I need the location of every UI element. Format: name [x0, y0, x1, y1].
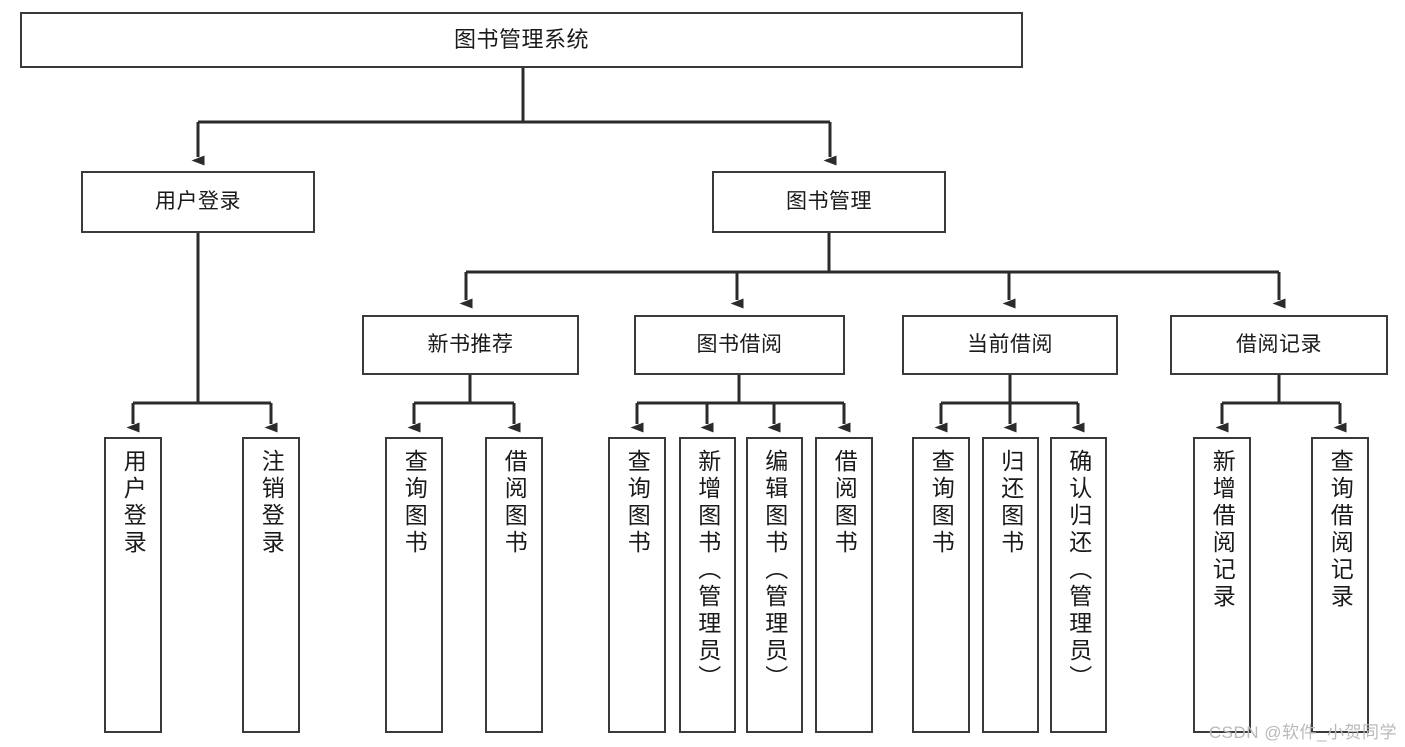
- leaf-query-borrow-record[interactable]: 查询借阅记录: [1311, 437, 1369, 733]
- leaf-borrow-books-newbook[interactable]: 借阅图书: [485, 437, 543, 733]
- node-root-book-management-system[interactable]: 图书管理系统: [20, 12, 1023, 68]
- leaf-logout[interactable]: 注销登录: [242, 437, 300, 733]
- leaf-confirm-return-admin[interactable]: 确认归还（管理员）: [1050, 437, 1107, 733]
- node-label: 查询借阅记录: [1327, 449, 1354, 611]
- node-book-borrowing[interactable]: 图书借阅: [634, 315, 845, 375]
- node-label: 当前借阅: [967, 332, 1053, 356]
- node-user-login[interactable]: 用户登录: [81, 171, 315, 233]
- node-label: 新增借阅记录: [1209, 449, 1236, 611]
- node-label: 确认归还（管理员）: [1065, 449, 1092, 692]
- node-label: 注销登录: [258, 449, 285, 557]
- node-label: 借阅记录: [1236, 332, 1322, 356]
- node-label: 图书借阅: [696, 332, 783, 356]
- node-label: 查询图书: [624, 449, 651, 557]
- leaf-add-book-admin[interactable]: 新增图书（管理员）: [679, 437, 736, 733]
- node-book-management[interactable]: 图书管理: [712, 171, 946, 233]
- node-label: 归还图书: [997, 449, 1024, 557]
- csdn-watermark: CSDN @软件_小贺同学: [1208, 723, 1397, 742]
- node-borrow-records[interactable]: 借阅记录: [1170, 315, 1388, 375]
- node-label: 借阅图书: [831, 449, 858, 557]
- leaf-query-books-newbook[interactable]: 查询图书: [385, 437, 443, 733]
- node-label: 图书管理系统: [453, 26, 589, 52]
- node-new-book-recommendation[interactable]: 新书推荐: [362, 315, 579, 375]
- node-label: 借阅图书: [501, 449, 528, 557]
- node-label: 查询图书: [928, 449, 955, 557]
- node-current-borrowing[interactable]: 当前借阅: [902, 315, 1118, 375]
- leaf-borrow-books[interactable]: 借阅图书: [815, 437, 873, 733]
- leaf-query-books-current[interactable]: 查询图书: [912, 437, 970, 733]
- leaf-edit-book-admin[interactable]: 编辑图书（管理员）: [746, 437, 803, 733]
- node-label: 用户登录: [120, 449, 147, 557]
- node-label: 编辑图书（管理员）: [761, 449, 788, 692]
- node-label: 图书管理: [786, 189, 872, 213]
- leaf-add-borrow-record[interactable]: 新增借阅记录: [1193, 437, 1251, 733]
- node-label: 新增图书（管理员）: [694, 449, 721, 692]
- leaf-query-books-borrow[interactable]: 查询图书: [608, 437, 666, 733]
- node-label: 查询图书: [401, 449, 428, 557]
- node-label: 用户登录: [155, 189, 241, 213]
- leaf-return-books[interactable]: 归还图书: [982, 437, 1039, 733]
- leaf-user-login[interactable]: 用户登录: [104, 437, 162, 733]
- node-label: 新书推荐: [427, 332, 514, 356]
